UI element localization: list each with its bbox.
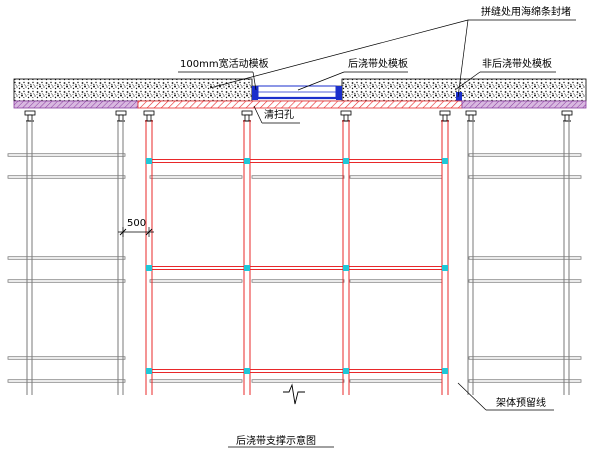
u-head-bracket xyxy=(340,110,352,116)
coupler-node xyxy=(244,368,250,374)
scaffold-frame xyxy=(7,120,582,395)
leader-lines xyxy=(178,19,576,411)
label-frame-reserve-line: 架体预留线 xyxy=(496,398,546,409)
ledger-pipe-right xyxy=(468,356,582,360)
ledger-pipe-left xyxy=(7,356,126,360)
ledger-pipe-left xyxy=(7,279,126,283)
coupler-node xyxy=(442,368,448,374)
coupler-node xyxy=(343,158,349,164)
ledger-pipe-left xyxy=(7,175,126,179)
ledger-pipe-middle xyxy=(251,279,345,283)
ledger-pipe-middle xyxy=(149,175,243,179)
label-sponge-seal: 拼缝处用海绵条封堵 xyxy=(481,7,571,18)
u-head-bracket xyxy=(115,110,127,116)
ledger-pipe-right xyxy=(468,379,582,383)
diagram-caption: 后浇带支撑示意图 xyxy=(236,436,316,447)
coupler-node xyxy=(146,265,152,271)
u-head-stem xyxy=(27,114,33,122)
coupler-node xyxy=(146,368,152,374)
ledger-pipe-middle xyxy=(349,175,443,179)
sponge-seal-right xyxy=(456,92,462,102)
coupler-node xyxy=(146,158,152,164)
ledger-pipe-middle xyxy=(251,175,345,179)
ledger-pipe-left xyxy=(7,153,126,157)
ledger-pipe-right xyxy=(468,256,582,260)
formwork-strip xyxy=(13,100,587,109)
dimension-500 xyxy=(118,227,154,237)
coupler-node xyxy=(244,158,250,164)
u-head-bracket xyxy=(465,110,477,116)
u-head-stem xyxy=(468,114,474,122)
ledger-pipe-middle xyxy=(251,379,345,383)
u-head-bracket xyxy=(143,110,155,116)
u-head-bracket xyxy=(241,110,253,116)
label-non-post-pour-form: 非后浇带处模板 xyxy=(482,59,552,70)
post-pour-form-element xyxy=(252,85,462,102)
ledger-pipe-right xyxy=(468,153,582,157)
coupler-node xyxy=(442,265,448,271)
coupler-node xyxy=(343,368,349,374)
u-head-stem xyxy=(244,114,250,122)
label-movable-form: 100mm宽活动模板 xyxy=(180,59,269,70)
label-post-pour-form: 后浇带处模板 xyxy=(348,59,408,70)
ledger-pipe-middle xyxy=(349,379,443,383)
u-head-bracket xyxy=(439,110,451,116)
concrete-slab xyxy=(13,78,587,102)
u-head-bracket xyxy=(24,110,36,116)
u-head-stem xyxy=(564,114,570,122)
coupler-node xyxy=(343,265,349,271)
support-brackets xyxy=(24,110,573,122)
ledger-pipe-left xyxy=(7,379,126,383)
ledger-pipe-middle xyxy=(149,379,243,383)
u-head-stem xyxy=(442,114,448,122)
ledger-pipe-middle xyxy=(149,279,243,283)
coupler-node xyxy=(442,158,448,164)
u-head-bracket xyxy=(561,110,573,116)
break-symbol xyxy=(283,383,305,405)
label-spacing-500: 500 xyxy=(127,218,147,229)
u-head-stem xyxy=(118,114,124,122)
coupler-node xyxy=(244,265,250,271)
u-head-stem xyxy=(343,114,349,122)
ledger-pipe-middle xyxy=(349,279,443,283)
ledger-pipe-right xyxy=(468,279,582,283)
ledger-pipe-right xyxy=(468,175,582,179)
u-head-stem xyxy=(146,114,152,122)
label-cleanout-hole: 清扫孔 xyxy=(264,110,294,121)
ledger-pipe-left xyxy=(7,256,126,260)
